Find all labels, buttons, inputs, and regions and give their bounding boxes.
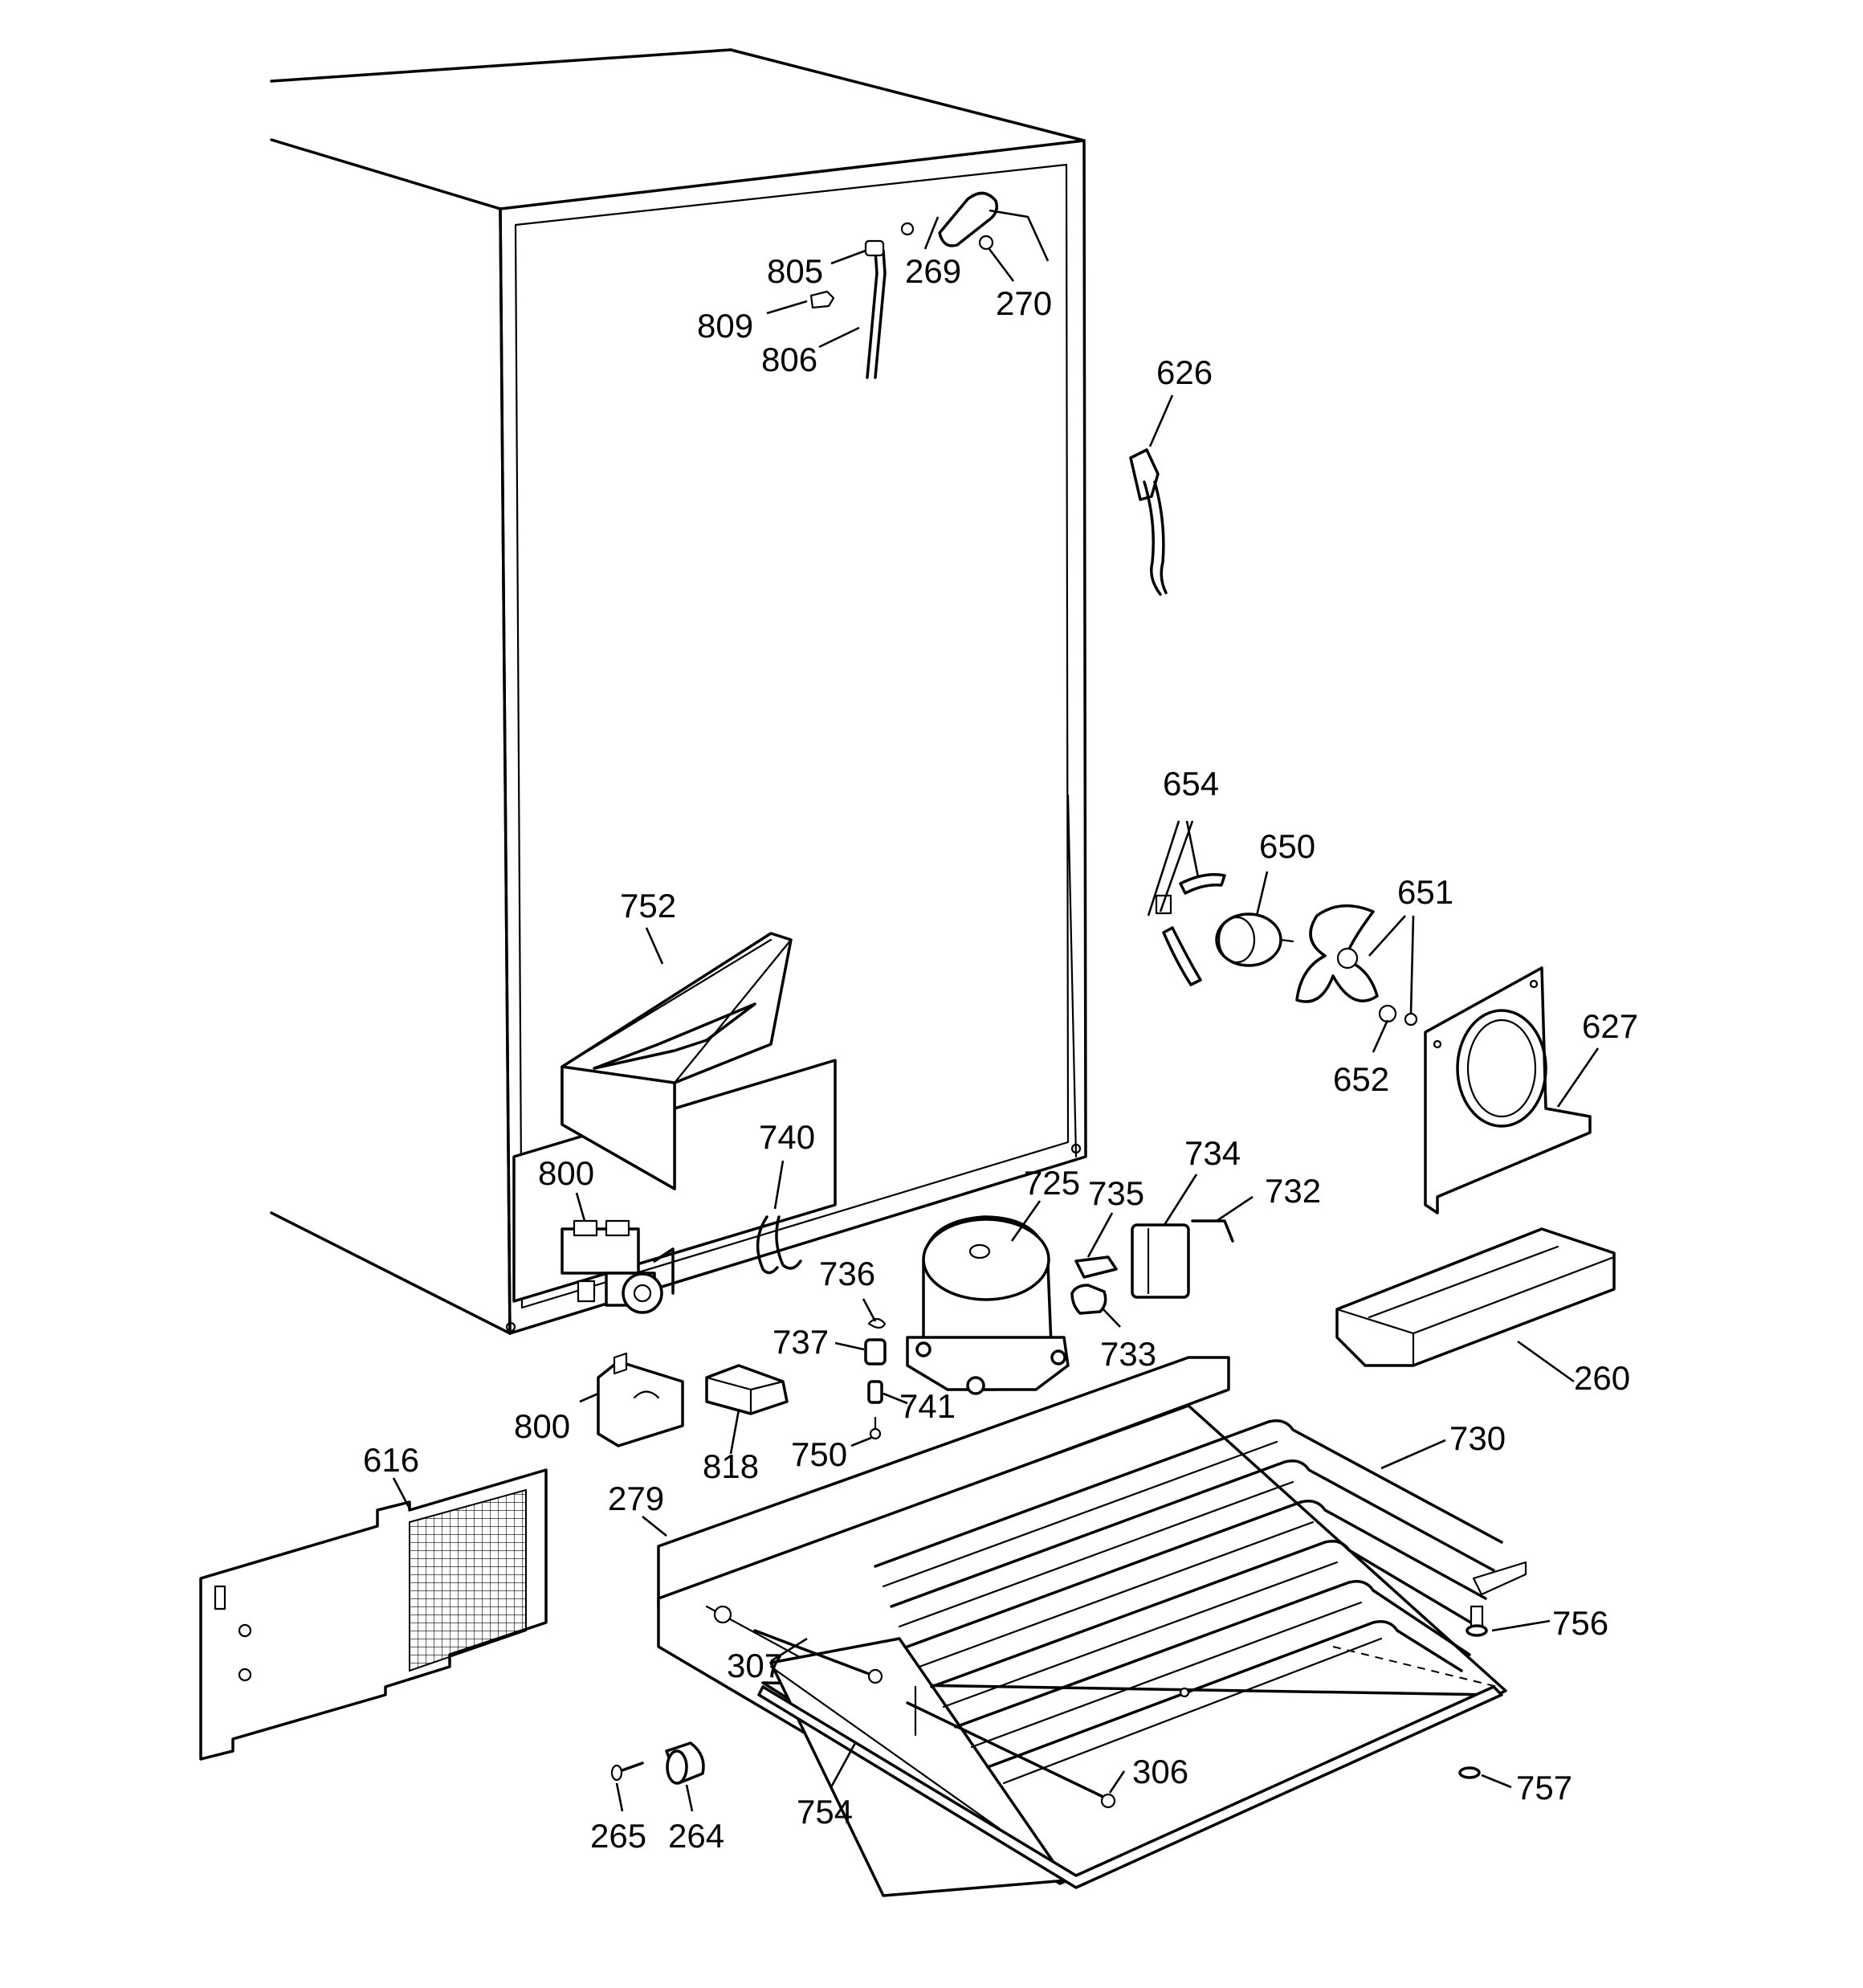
callout-754: 754	[797, 1793, 853, 1831]
callout-730: 730	[1449, 1419, 1506, 1457]
drain-pan	[1335, 1227, 1616, 1367]
callout-736: 736	[819, 1255, 875, 1292]
callout-651: 651	[1397, 873, 1453, 911]
valve-bracket	[597, 1352, 684, 1447]
callout-626: 626	[1156, 353, 1213, 391]
callout-750: 750	[791, 1435, 847, 1473]
callout-733: 733	[1100, 1335, 1156, 1373]
callout-627: 627	[1582, 1007, 1638, 1045]
callout-labels: 805 269 270 809 806 626 654 650 651 652 …	[363, 252, 1638, 1855]
callout-752: 752	[620, 887, 676, 925]
relay-overload-parts	[1070, 1219, 1234, 1315]
base-plate-and-condenser	[657, 1356, 1527, 1897]
callout-650: 650	[1259, 827, 1315, 865]
callout-757: 757	[1516, 1769, 1572, 1806]
callout-652: 652	[1333, 1060, 1389, 1098]
callout-740: 740	[759, 1118, 815, 1156]
power-cord	[1129, 448, 1168, 596]
callout-732: 732	[1265, 1172, 1321, 1210]
callout-616: 616	[363, 1441, 419, 1479]
callout-279: 279	[608, 1480, 664, 1517]
water-valve	[561, 1219, 675, 1314]
callout-800-upper: 800	[538, 1154, 594, 1192]
callout-654: 654	[1163, 765, 1219, 802]
callout-806: 806	[761, 341, 817, 378]
callout-809: 809	[697, 307, 753, 345]
wire-clip	[756, 1215, 802, 1275]
callout-734: 734	[1184, 1134, 1241, 1172]
compressor-grommets	[864, 1317, 887, 1440]
callout-306: 306	[1132, 1753, 1188, 1790]
callout-260: 260	[1574, 1359, 1630, 1397]
callout-264: 264	[668, 1817, 724, 1855]
condenser-coil	[874, 1419, 1503, 1785]
callout-741: 741	[899, 1387, 956, 1425]
callout-805: 805	[767, 252, 823, 290]
callout-725: 725	[1024, 1164, 1080, 1202]
bracket-818	[705, 1364, 789, 1415]
callout-735: 735	[1088, 1174, 1144, 1212]
leader-lines	[392, 209, 1600, 1812]
condenser-fan-assembly	[1155, 873, 1592, 1214]
callout-737: 737	[773, 1323, 829, 1361]
compressor	[906, 1215, 1070, 1395]
callout-265: 265	[590, 1817, 646, 1855]
callout-269: 269	[905, 252, 961, 290]
access-grille	[199, 1468, 548, 1761]
cap-and-screw	[610, 1741, 705, 1785]
callout-270: 270	[996, 284, 1052, 322]
callout-307: 307	[727, 1647, 783, 1684]
water-tube-parts	[809, 191, 998, 379]
callout-818: 818	[703, 1447, 759, 1485]
callout-800-lower: 800	[514, 1407, 570, 1445]
callout-756: 756	[1552, 1604, 1608, 1642]
